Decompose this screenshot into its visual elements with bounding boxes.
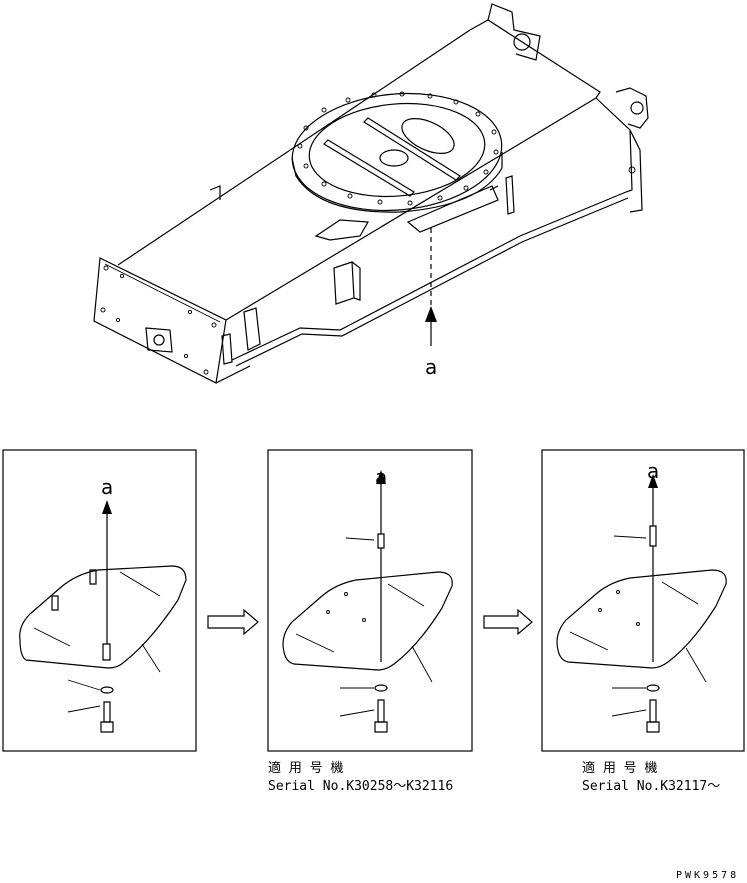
panel-2-view-label: a [375,465,387,489]
detail-panel-2: a [267,449,473,752]
main-frame-drawing: a [93,3,649,384]
detail-panel-1: a [2,449,197,752]
panel-3-view-label: a [647,459,659,483]
panel-3-caption-serial: Serial No.K32117～ [582,779,720,794]
sequence-arrow-1 [207,608,259,636]
drawing-code: PWK9578 [676,870,739,881]
detail-panel-3: a [541,449,745,752]
panel-3-caption-jp: 適 用 号 機 [582,760,657,776]
panel-1-view-label: a [101,475,113,499]
panel-2-caption-jp: 適 用 号 機 [268,760,343,776]
panel-2-caption-serial: Serial No.K30258～K32116 [268,779,453,794]
view-arrow-label: a [425,355,437,379]
sequence-arrow-2 [483,608,533,636]
